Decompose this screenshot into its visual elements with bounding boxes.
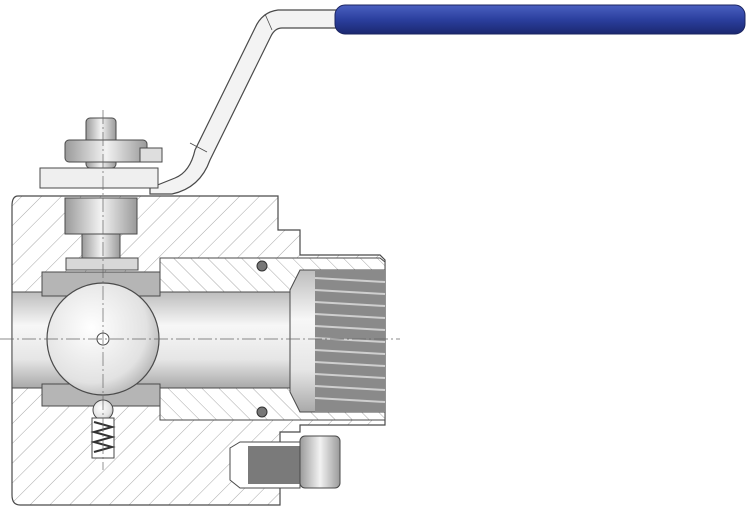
center-lines [0, 110, 400, 470]
handle-grip [334, 4, 746, 35]
handle-lever [149, 9, 341, 195]
gland-nut [39, 139, 163, 189]
set-screw [229, 435, 341, 489]
o-ring [256, 260, 268, 272]
threaded-port [289, 269, 386, 413]
o-ring [256, 406, 268, 418]
